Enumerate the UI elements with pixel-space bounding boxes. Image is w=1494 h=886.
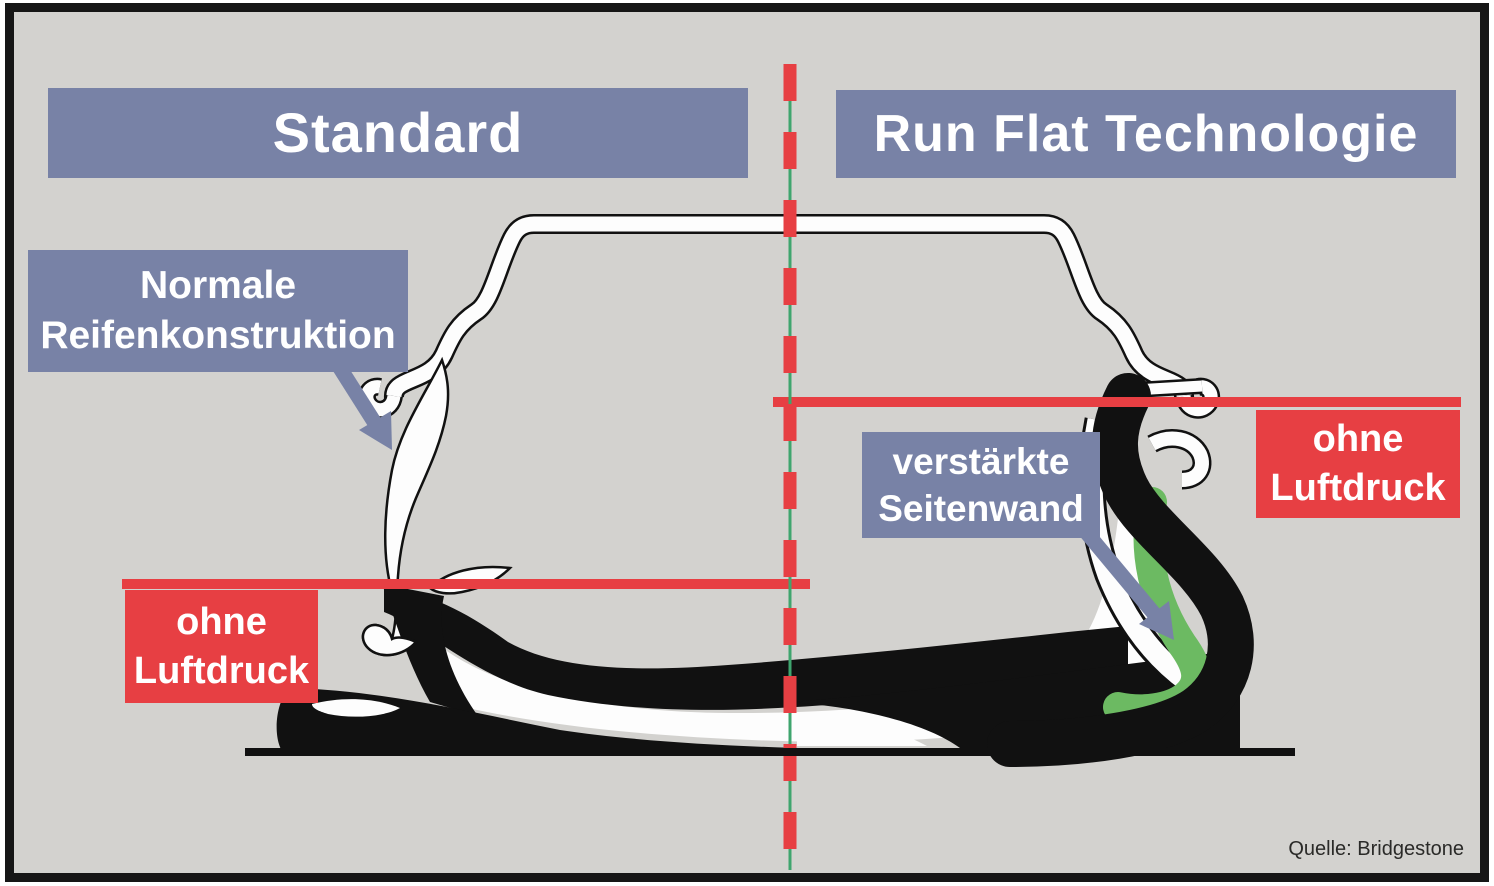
panel-title-standard: Standard	[48, 88, 748, 178]
maintained-height-line-right	[773, 397, 1461, 407]
interior-sliver-right	[797, 712, 927, 746]
panel-title-runflat: Run Flat Technologie	[836, 90, 1456, 178]
callout-normal-construction: Normale Reifenkonstruktion	[28, 250, 408, 372]
ground-line	[245, 748, 1295, 756]
callout-normal-line2: Reifenkonstruktion	[40, 314, 396, 357]
collapsed-height-line-left	[122, 579, 810, 589]
badge-no-pressure-left: ohne Luftdruck	[125, 590, 318, 703]
runflat-sidewall-black	[987, 373, 1254, 767]
badge-right-line1: ohne	[1312, 418, 1404, 461]
badge-right-line2: Luftdruck	[1270, 467, 1446, 509]
callout-arrow-right	[1080, 527, 1174, 640]
source-credit: Quelle: Bridgestone	[1288, 838, 1464, 860]
standard-tire-deflated-band	[384, 586, 1128, 710]
badge-no-pressure-right: ohne Luftdruck	[1256, 410, 1460, 518]
badge-left-line1: ohne	[176, 600, 267, 643]
callout-arrow-left	[333, 363, 392, 450]
badge-left-line2: Luftdruck	[133, 649, 310, 692]
interior-notch-left	[312, 699, 400, 717]
panel-title-runflat-text: Run Flat Technologie	[873, 104, 1419, 163]
standard-bead-hook-white	[361, 623, 418, 657]
callout-reinforced-line1: verstärkte	[892, 440, 1070, 482]
callout-reinforced-line2: Seitenwand	[878, 488, 1084, 529]
callout-reinforced-sidewall: verstärkte Seitenwand	[862, 432, 1100, 538]
callout-normal-line1: Normale	[139, 264, 297, 308]
tread-bottom-band	[276, 688, 1240, 756]
standard-bead-fold	[382, 584, 478, 716]
panel-title-standard-text: Standard	[272, 101, 524, 165]
